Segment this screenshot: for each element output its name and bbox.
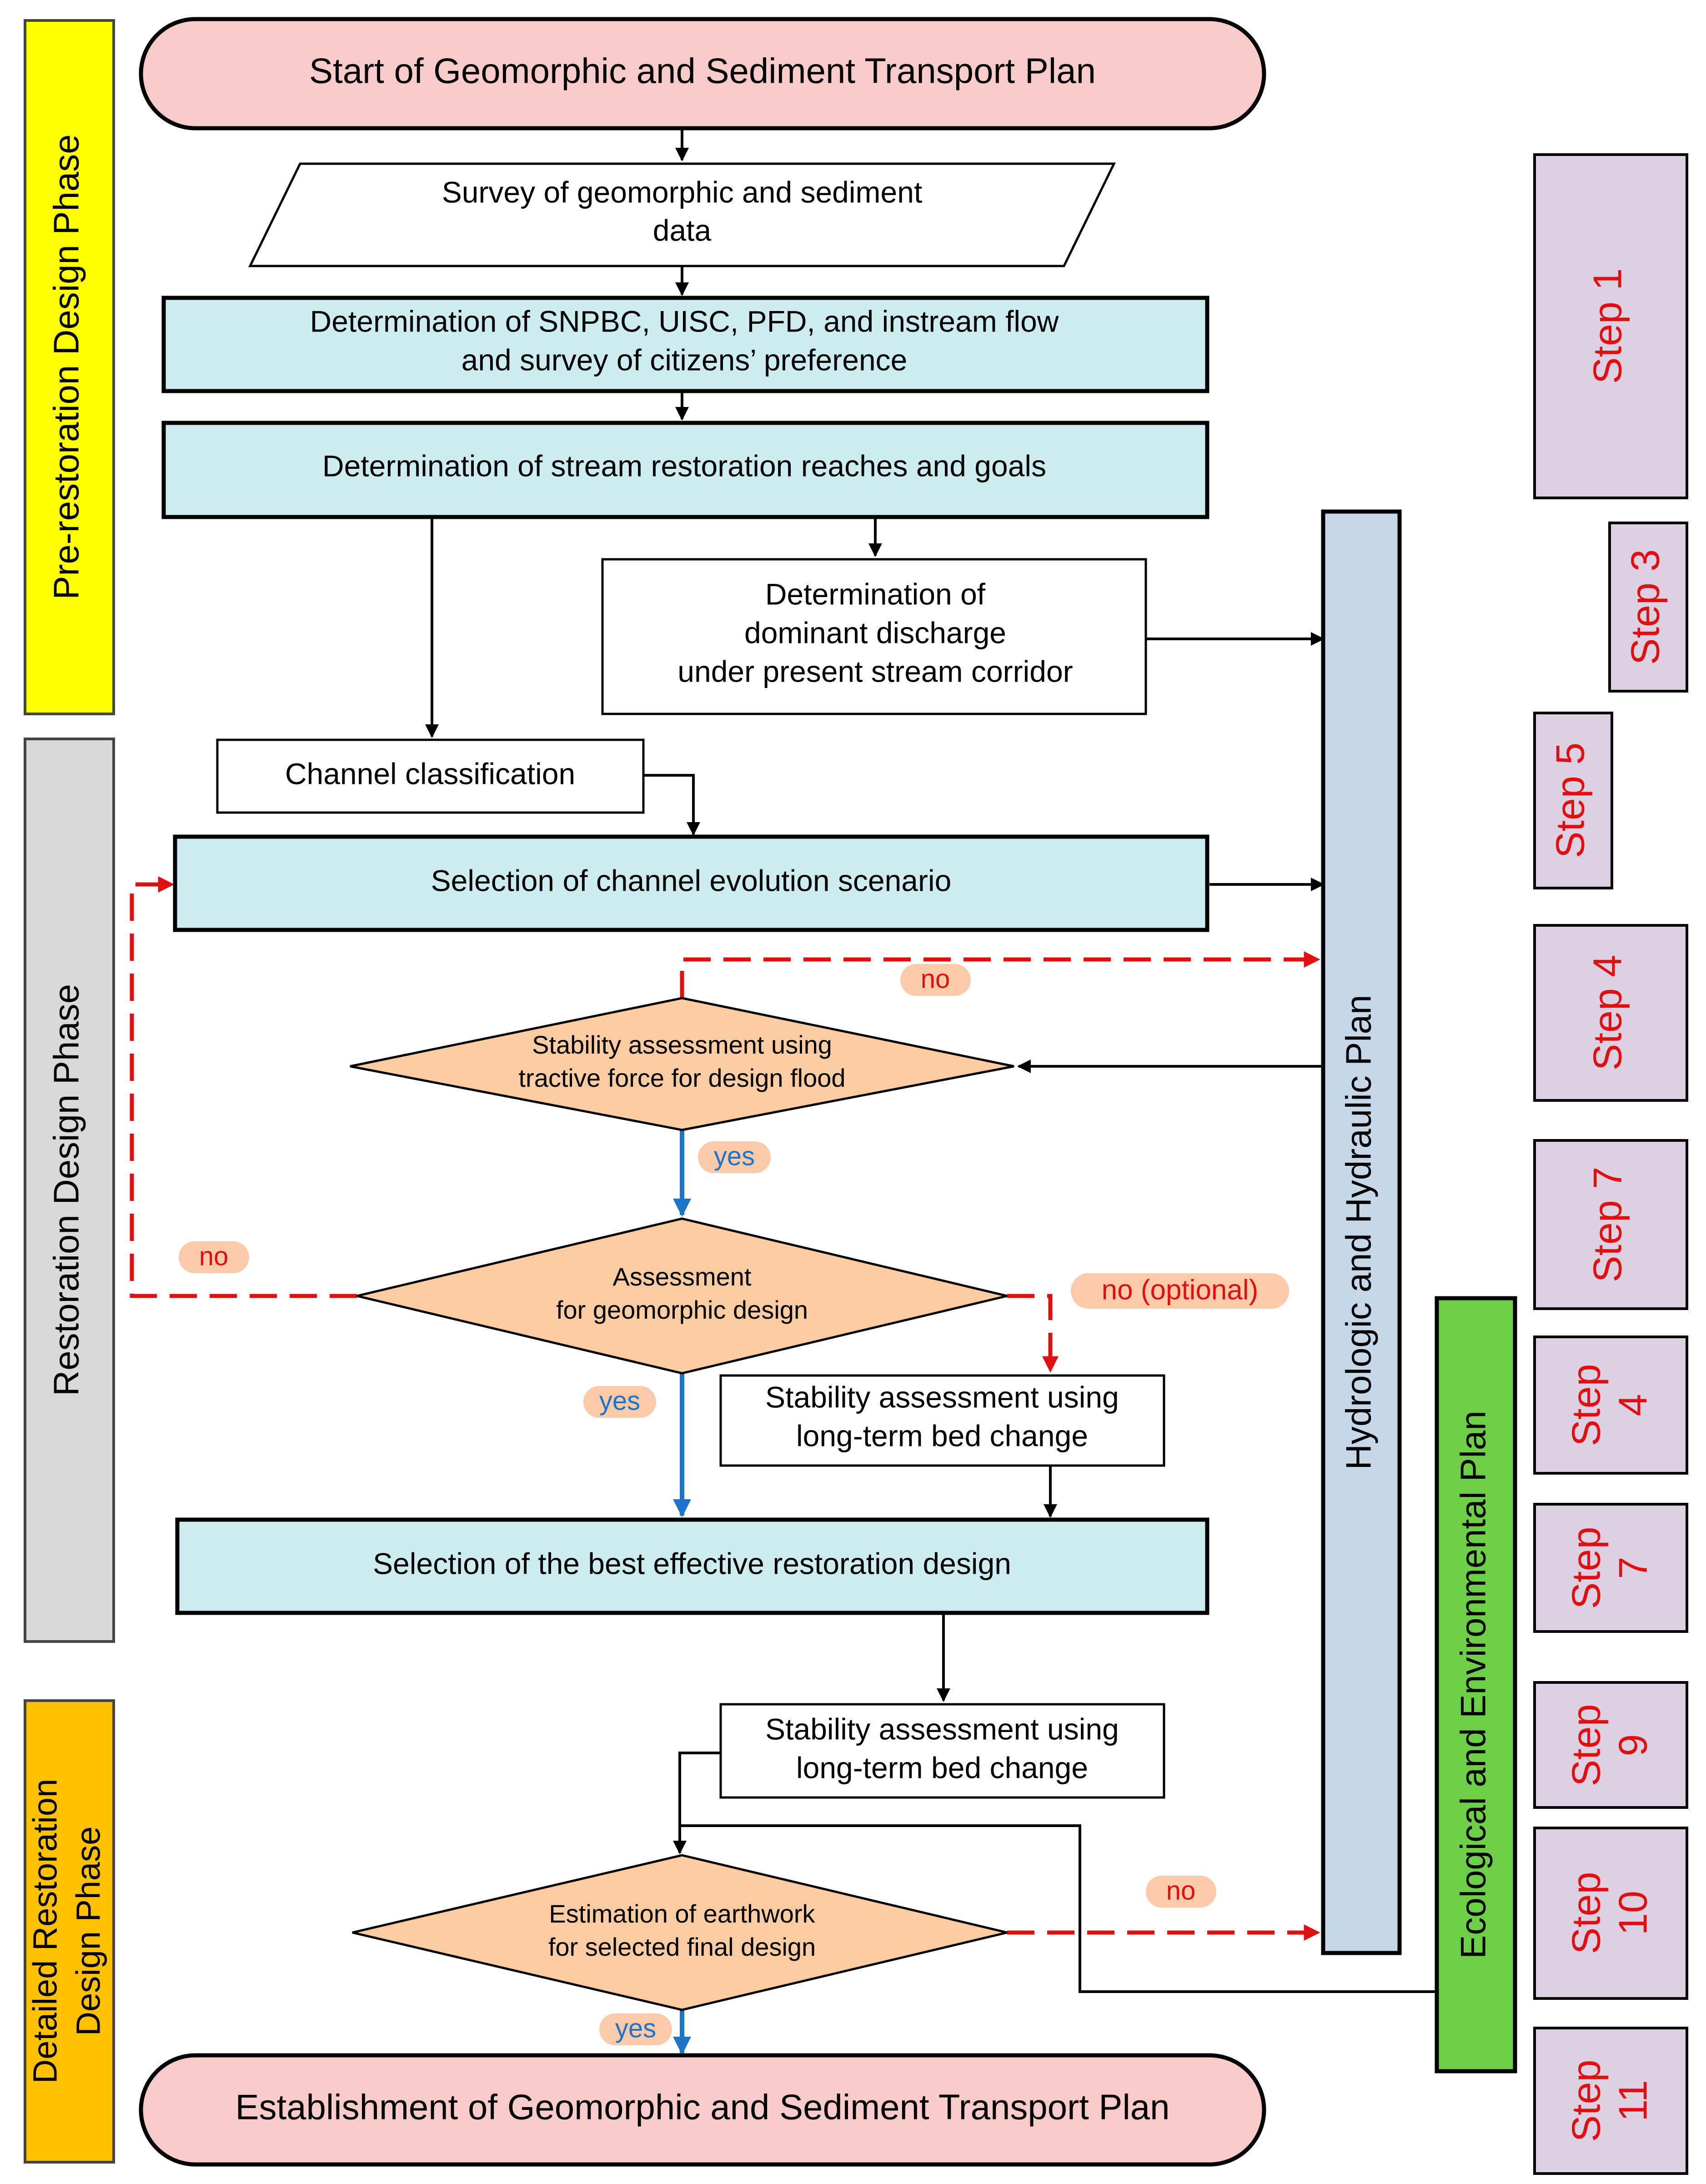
earthwork-line1: Estimation of earthwork (549, 1899, 815, 1928)
step-11-box: Step 11 (1533, 2027, 1688, 2175)
svg-text:Step: Step (1563, 1704, 1608, 1786)
survey-label-line2: data (653, 213, 712, 247)
detailed-restoration-phase-bar: Detailed Restoration Design Phase (24, 1699, 115, 2164)
step-4-box-b: Step 4 (1533, 1336, 1688, 1475)
step-7-box-a: Step 7 (1533, 1139, 1688, 1310)
svg-text:no: no (921, 964, 950, 994)
restoration-phase-bar: Restoration Design Phase (24, 738, 115, 1643)
determination-snpbc-node: Determination of SNPBC, UISC, PFD, and i… (161, 296, 1209, 393)
step-9-box: Step 9 (1533, 1681, 1688, 1809)
determination-snpbc-line1: Determination of SNPBC, UISC, PFD, and i… (310, 304, 1059, 338)
tractive-line1: Stability assessment using (532, 1030, 832, 1059)
longterm1-line2: long-term bed change (796, 1419, 1088, 1452)
best-restoration-design-node: Selection of the best effective restorat… (175, 1517, 1209, 1615)
end-label: Establishment of Geomorphic and Sediment… (235, 2087, 1169, 2127)
geomorphic-line1: Assessment (613, 1262, 752, 1291)
dominant-discharge-node: Determination of dominant discharge unde… (601, 558, 1147, 715)
label-no-bottom: no (1146, 1876, 1216, 1908)
label-no-top: no (900, 964, 971, 996)
restoration-reaches-node: Determination of stream restoration reac… (161, 421, 1209, 519)
svg-text:7: 7 (1610, 1557, 1655, 1579)
ecological-environmental-plan-bar: Ecological and Environmental Plan (1435, 1296, 1517, 2074)
survey-label-line1: Survey of geomorphic and sediment (442, 175, 923, 209)
hydrologic-hydraulic-plan-label: Hydrologic and Hydraulic Plan (1339, 995, 1379, 1470)
label-yes-1: yes (698, 1141, 771, 1173)
svg-text:11: 11 (1610, 2080, 1655, 2121)
svg-text:Step 4: Step 4 (1585, 955, 1630, 1070)
tractive-line2: tractive force for design flood (518, 1064, 845, 1092)
longterm1-line1: Stability assessment using (765, 1380, 1119, 1414)
hydrologic-hydraulic-plan-bar: Hydrologic and Hydraulic Plan (1321, 509, 1402, 1955)
svg-text:Step: Step (1563, 1364, 1608, 1446)
step-5-box: Step 5 (1533, 712, 1613, 889)
restoration-reaches-label: Determination of stream restoration reac… (322, 449, 1046, 482)
svg-text:Step: Step (1563, 1872, 1608, 1954)
svg-text:10: 10 (1610, 1891, 1655, 1935)
svg-text:9: 9 (1610, 1734, 1655, 1757)
svg-text:Step: Step (1563, 2059, 1608, 2142)
restoration-phase-label: Restoration Design Phase (46, 984, 86, 1396)
label-no-optional: no (optional) (1071, 1273, 1289, 1309)
geomorphic-line2: for geomorphic design (556, 1295, 808, 1324)
detailed-phase-label-line1: Detailed Restoration (26, 1779, 64, 2084)
long-term-bed-change-node-1: Stability assessment using long-term bed… (719, 1374, 1165, 1467)
longterm2-line2: long-term bed change (796, 1751, 1088, 1784)
channel-classification-node: Channel classification (216, 738, 645, 814)
geomorphic-design-decision: Assessment for geomorphic design (356, 1217, 1008, 1375)
svg-text:Step: Step (1563, 1526, 1608, 1609)
end-node: Establishment of Geomorphic and Sediment… (139, 2053, 1266, 2167)
svg-text:no: no (1166, 1876, 1196, 1905)
svg-text:yes: yes (599, 1386, 640, 1416)
red-dashed-connectors (130, 876, 1320, 1941)
longterm2-line1: Stability assessment using (765, 1712, 1119, 1746)
black-connectors (425, 130, 1437, 1993)
svg-text:no (optional): no (optional) (1102, 1274, 1259, 1305)
earthwork-line2: for selected final design (548, 1933, 816, 1961)
discharge-line3: under present stream corridor (677, 654, 1073, 688)
ecological-environmental-plan-label: Ecological and Environmental Plan (1453, 1411, 1493, 1958)
best-restoration-label: Selection of the best effective restorat… (373, 1546, 1011, 1580)
step-3-box: Step 3 (1608, 522, 1688, 693)
pre-restoration-phase-bar: Pre-restoration Design Phase (24, 19, 115, 715)
svg-text:yes: yes (615, 2013, 656, 2043)
svg-text:Step 3: Step 3 (1622, 549, 1667, 665)
long-term-bed-change-node-2: Stability assessment using long-term bed… (719, 1703, 1165, 1799)
tractive-force-decision: Stability assessment using tractive forc… (350, 997, 1014, 1131)
svg-text:yes: yes (714, 1141, 755, 1171)
step-1-box: Step 1 (1533, 153, 1688, 499)
channel-evolution-node: Selection of channel evolution scenario (173, 834, 1209, 932)
label-no-left: no (179, 1241, 249, 1273)
earthwork-decision: Estimation of earthwork for selected fin… (352, 1854, 1008, 2011)
start-node: Start of Geomorphic and Sediment Transpo… (139, 17, 1266, 131)
channel-classification-label: Channel classification (285, 757, 575, 790)
svg-text:Step 1: Step 1 (1585, 268, 1630, 384)
svg-text:4: 4 (1610, 1394, 1655, 1416)
svg-text:Step 5: Step 5 (1547, 743, 1592, 858)
pre-restoration-phase-label: Pre-restoration Design Phase (46, 134, 86, 599)
step-10-box: Step 10 (1533, 1827, 1688, 2000)
detailed-phase-label-line2: Design Phase (70, 1827, 107, 2036)
step-4-box-a: Step 4 (1533, 924, 1688, 1102)
survey-data-node: Survey of geomorphic and sediment data (248, 162, 1116, 267)
label-yes-2: yes (583, 1386, 656, 1418)
discharge-line1: Determination of (765, 577, 986, 611)
discharge-line2: dominant discharge (744, 616, 1006, 649)
svg-text:no: no (199, 1241, 229, 1271)
svg-text:Step 7: Step 7 (1585, 1167, 1630, 1282)
determination-snpbc-line2: and survey of citizens’ preference (462, 343, 908, 377)
step-7-box-b: Step 7 (1533, 1503, 1688, 1633)
label-yes-3: yes (599, 2013, 672, 2045)
channel-evolution-label: Selection of channel evolution scenario (431, 864, 952, 897)
start-label: Start of Geomorphic and Sediment Transpo… (309, 51, 1096, 91)
